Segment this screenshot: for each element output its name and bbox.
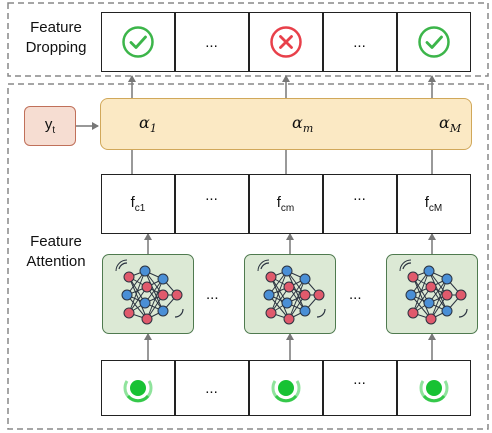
sensor-row: ... ... [101,360,471,416]
sensor-cell-1 [102,361,174,415]
sensor-signal-icon [271,373,300,403]
sensor-ellipsis-1: ... [205,379,218,397]
network-box-1 [102,254,194,334]
drop-cell-m [249,13,322,71]
feature-attention-label-line-1: Feature [30,233,82,250]
feature-ellipsis-2: ... [353,187,366,204]
feature-attention-label-line-2: Attention [26,253,86,270]
neural-network-icon [257,259,326,325]
sensor-cell-M [397,361,470,415]
neural-network-icon [399,259,468,325]
sensor-cell-m [249,361,322,415]
sensor-signal-icon [419,373,448,403]
check-circle-icon [417,26,450,58]
neural-network-icon [115,259,184,325]
feature-dropping-label: Feature Dropping [12,18,100,58]
feature-attention-region [7,83,489,430]
sensor-signal-icon [123,373,153,403]
target-box: yt [24,106,76,146]
feature-ellipsis-1: ... [205,187,218,204]
drop-cell-M [397,13,470,71]
attention-weight-m: αm [292,113,314,136]
feature-dropping-region [7,2,489,77]
feature-row: fc1 ... fcm ... fcM [101,174,471,234]
network-box-M [386,254,478,334]
drop-ellipsis-2: ... [353,33,366,51]
target-label: yt [44,116,56,136]
check-circle-icon [122,26,154,58]
drop-ellipsis-1: ... [205,33,218,51]
feature-cell-M: fcM [424,194,443,214]
attention-weight-M: αM [439,113,462,136]
network-box-m [244,254,336,334]
feature-cell-m: fcm [276,194,295,214]
feature-dropping-label-line-2: Dropping [25,39,87,56]
x-circle-icon [269,26,302,58]
network-ellipsis-1: ... [206,286,219,303]
attention-weight-1: α1 [139,113,157,136]
attention-weights-bar: α1 αm αM [100,98,472,150]
feature-dropping-label-line-1: Feature [30,19,82,36]
network-ellipsis-2: ... [349,286,362,303]
feature-dropping-row: ... ... [101,12,471,72]
drop-cell-1 [102,13,174,71]
feature-attention-label: Feature Attention [12,232,100,272]
sensor-ellipsis-2: ... [353,371,366,388]
feature-cell-1: fc1 [130,194,146,214]
